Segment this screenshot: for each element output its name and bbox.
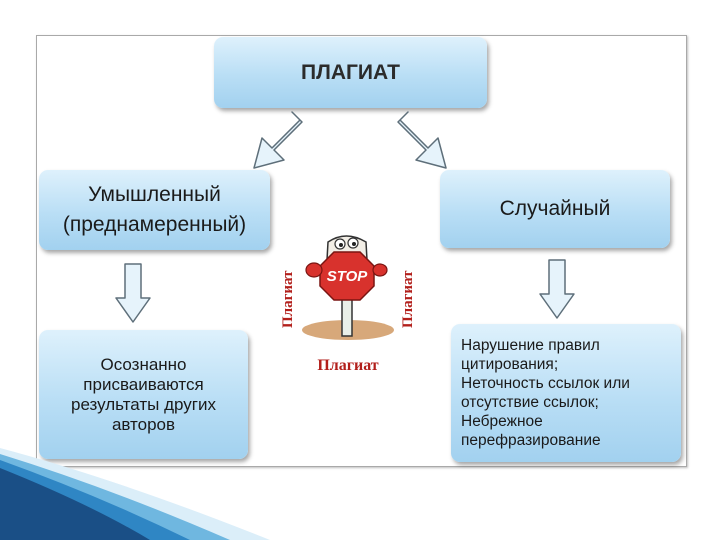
intentional-line-2: (преднамеренный) xyxy=(62,213,247,236)
accidental-detail-line: Нарушение правил xyxy=(461,337,600,354)
side-caption-right: Плагиат xyxy=(400,270,416,328)
accidental-detail-line: отсутствие ссылок; xyxy=(461,394,599,411)
decorative-swoosh xyxy=(0,448,270,540)
stop-sign-text: STOP xyxy=(327,268,369,285)
arrow-down-left xyxy=(115,263,151,323)
arrow-down-right xyxy=(539,259,575,319)
intentional-detail-line: присваиваются xyxy=(83,374,204,394)
side-caption-left: Плагиат xyxy=(280,270,296,328)
character-pupil xyxy=(352,242,356,246)
intentional-detail-line: авторов xyxy=(111,414,176,434)
arrow-to-intentional xyxy=(253,111,303,169)
arrow-to-accidental xyxy=(397,111,447,169)
accidental-detail-line: Небрежное xyxy=(461,413,543,430)
stop-sign-illustration: STOP Плагиат Плагиат Плагиат xyxy=(280,235,416,374)
illustration-caption: Плагиат xyxy=(317,357,378,374)
intentional-line-1: Умышленный xyxy=(88,183,221,206)
accidental-detail-line: цитирования; xyxy=(461,356,559,373)
accidental-detail-line: перефразирование xyxy=(461,432,601,449)
accidental-detail-box: Нарушение правил цитирования; Неточность… xyxy=(451,324,681,462)
intentional-detail-line: результаты других xyxy=(71,394,216,414)
accidental-detail-line: Неточность ссылок или xyxy=(461,375,630,392)
accidental-text: Случайный xyxy=(499,197,611,220)
intentional-detail-box: Осознанно присваиваются результаты други… xyxy=(39,330,248,459)
title-box: ПЛАГИАТ xyxy=(214,37,487,108)
intentional-box: Умышленный (преднамеренный) xyxy=(39,170,270,250)
intentional-detail-line: Осознанно xyxy=(100,354,187,374)
character-hand-icon xyxy=(372,263,388,277)
character-pupil xyxy=(339,243,343,247)
character-hand-icon xyxy=(305,262,323,278)
accidental-box: Случайный xyxy=(440,170,670,248)
title-text: ПЛАГИАТ xyxy=(301,60,400,84)
